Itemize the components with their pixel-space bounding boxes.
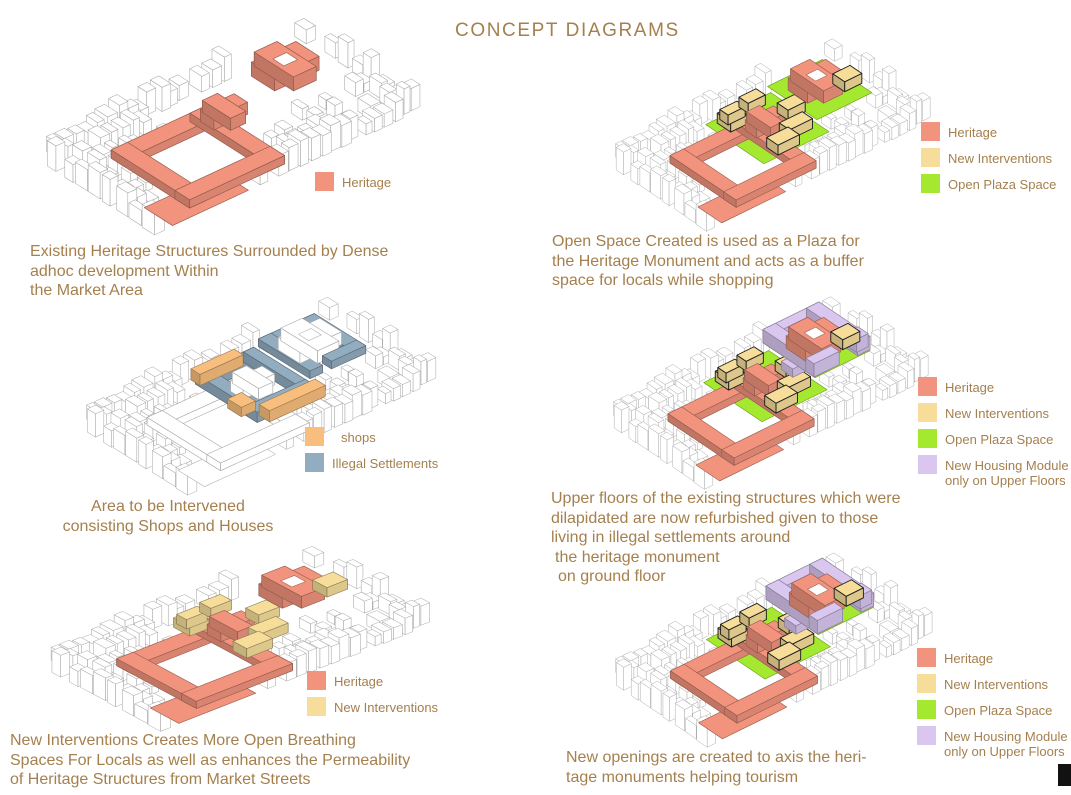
caption-open-plaza: Open Space Created is used as a Plaza fo… <box>552 232 952 291</box>
caption-upper-floor-housing: Upper floors of the existing structures … <box>551 489 961 587</box>
diagram-new-openings <box>615 552 933 748</box>
caption-existing-heritage: Existing Heritage Structures Surrounded … <box>30 242 450 301</box>
legend-label: Illegal Settlements <box>332 456 439 471</box>
legend-label: Heritage <box>945 380 995 395</box>
legend-item-open-plaza-space: Open Plaza Space <box>917 700 1068 719</box>
diagram-open-plaza <box>615 38 931 232</box>
corner-mark <box>1058 764 1071 786</box>
new-interventions-swatch <box>921 148 940 167</box>
caption-line: Existing Heritage Structures Surrounded … <box>30 243 389 260</box>
legend-item-open-plaza-space: Open Plaza Space <box>921 174 1056 193</box>
new-interventions-swatch <box>307 697 326 716</box>
legend-label: Open Plaza Space <box>945 432 1054 447</box>
legend-label-line: only on Upper Floors <box>944 744 1065 759</box>
legend-label: Open Plaza Space <box>944 703 1053 718</box>
caption-line: consisting Shops and Houses <box>62 517 274 535</box>
caption-area-to-intervene: Area to be Intervened consisting Shops a… <box>38 497 298 536</box>
legend-label: New Interventions <box>945 406 1050 421</box>
legend-item-open-plaza-space: Open Plaza Space <box>918 429 1069 448</box>
legend-label: New Housing Module only on Upper Floors <box>945 455 1069 488</box>
legend-area-to-intervene: shops Illegal Settlements <box>305 427 438 472</box>
legend-label: Heritage <box>342 175 392 190</box>
page-title: CONCEPT DIAGRAMS <box>455 20 680 41</box>
legend-item-new-interventions: New Interventions <box>921 148 1056 167</box>
legend-item-new-housing-module: New Housing Module only on Upper Floors <box>917 726 1068 759</box>
caption-line: the Market Area <box>30 282 143 299</box>
legend-item-heritage: Heritage <box>315 172 391 191</box>
caption-new-interventions: New Interventions Creates More Open Brea… <box>10 731 470 790</box>
open-plaza-space-swatch <box>917 700 936 719</box>
legend-label: New Interventions <box>944 677 1049 692</box>
legend-label-line: New Housing Module <box>945 458 1069 473</box>
legend-label: Heritage <box>944 651 994 666</box>
diagram-upper-floor-housing <box>613 296 929 490</box>
new-housing-module-swatch <box>918 455 937 474</box>
heritage-swatch <box>921 122 940 141</box>
open-plaza-space-swatch <box>921 174 940 193</box>
legend-item-shops: shops <box>305 427 438 446</box>
legend-label: New Housing Module only on Upper Floors <box>944 726 1068 759</box>
legend-label-line: New Housing Module <box>944 729 1068 744</box>
diagram-existing-heritage <box>46 18 421 236</box>
diagram-new-interventions <box>50 546 431 732</box>
legend-item-heritage: Heritage <box>921 122 1056 141</box>
caption-new-openings: New openings are created to axis the her… <box>566 748 966 787</box>
heritage-swatch <box>918 377 937 396</box>
legend-item-new-housing-module: New Housing Module only on Upper Floors <box>918 455 1069 488</box>
caption-line: living in illegal settlements around <box>551 529 791 546</box>
legend-item-heritage: Heritage <box>917 648 1068 667</box>
caption-line: adhoc development Within <box>30 262 219 280</box>
shops-swatch <box>305 427 324 446</box>
legend-item-new-interventions: New Interventions <box>918 403 1069 422</box>
legend-item-illegal-settlements: Illegal Settlements <box>305 453 438 472</box>
heritage-swatch <box>307 671 326 690</box>
caption-line: New openings are created to axis the her… <box>566 749 867 766</box>
caption-line: Spaces For Locals as well as enhances th… <box>10 751 411 769</box>
caption-line: of Heritage Structures from Market Stree… <box>10 771 311 788</box>
legend-label: shops <box>341 430 376 445</box>
caption-line: tage monuments helping tourism <box>566 768 799 786</box>
open-plaza-space-swatch <box>918 429 937 448</box>
legend-label-line: only on Upper Floors <box>945 473 1066 488</box>
illegal-settlements-swatch <box>305 453 324 472</box>
caption-line: Area to be Intervened <box>91 498 245 515</box>
legend-existing-heritage: Heritage <box>315 172 391 191</box>
new-housing-module-swatch <box>917 726 936 745</box>
caption-line: on ground floor <box>558 568 666 585</box>
caption-line: dilapidated are now refurbished given to… <box>551 509 879 527</box>
new-interventions-swatch <box>918 403 937 422</box>
legend-item-heritage: Heritage <box>307 671 438 690</box>
caption-line: Upper floors of the existing structures … <box>551 490 901 507</box>
legend-label: New Interventions <box>948 151 1053 166</box>
heritage-swatch <box>315 172 334 191</box>
legend-label: Heritage <box>948 125 998 140</box>
legend-new-openings: Heritage New Interventions Open Plaza Sp… <box>917 648 1068 759</box>
caption-line: space for locals while shopping <box>552 272 774 289</box>
caption-line: Open Space Created is used as a Plaza fo… <box>552 233 860 250</box>
heritage-swatch <box>917 648 936 667</box>
legend-new-interventions: Heritage New Interventions <box>307 671 438 716</box>
legend-item-new-interventions: New Interventions <box>307 697 438 716</box>
legend-item-heritage: Heritage <box>918 377 1069 396</box>
legend-label: Heritage <box>334 674 384 689</box>
legend-item-new-interventions: New Interventions <box>917 674 1068 693</box>
legend-upper-floor-housing: Heritage New Interventions Open Plaza Sp… <box>918 377 1069 488</box>
caption-line: the heritage monument <box>555 548 720 566</box>
caption-line: the Heritage Monument and acts as a buff… <box>552 252 864 270</box>
legend-label: New Interventions <box>334 700 439 715</box>
diagram-area-to-intervene <box>86 296 437 496</box>
legend-label: Open Plaza Space <box>948 177 1057 192</box>
new-interventions-swatch <box>917 674 936 693</box>
legend-open-plaza: Heritage New Interventions Open Plaza Sp… <box>921 122 1056 193</box>
caption-line: New Interventions Creates More Open Brea… <box>10 732 356 749</box>
